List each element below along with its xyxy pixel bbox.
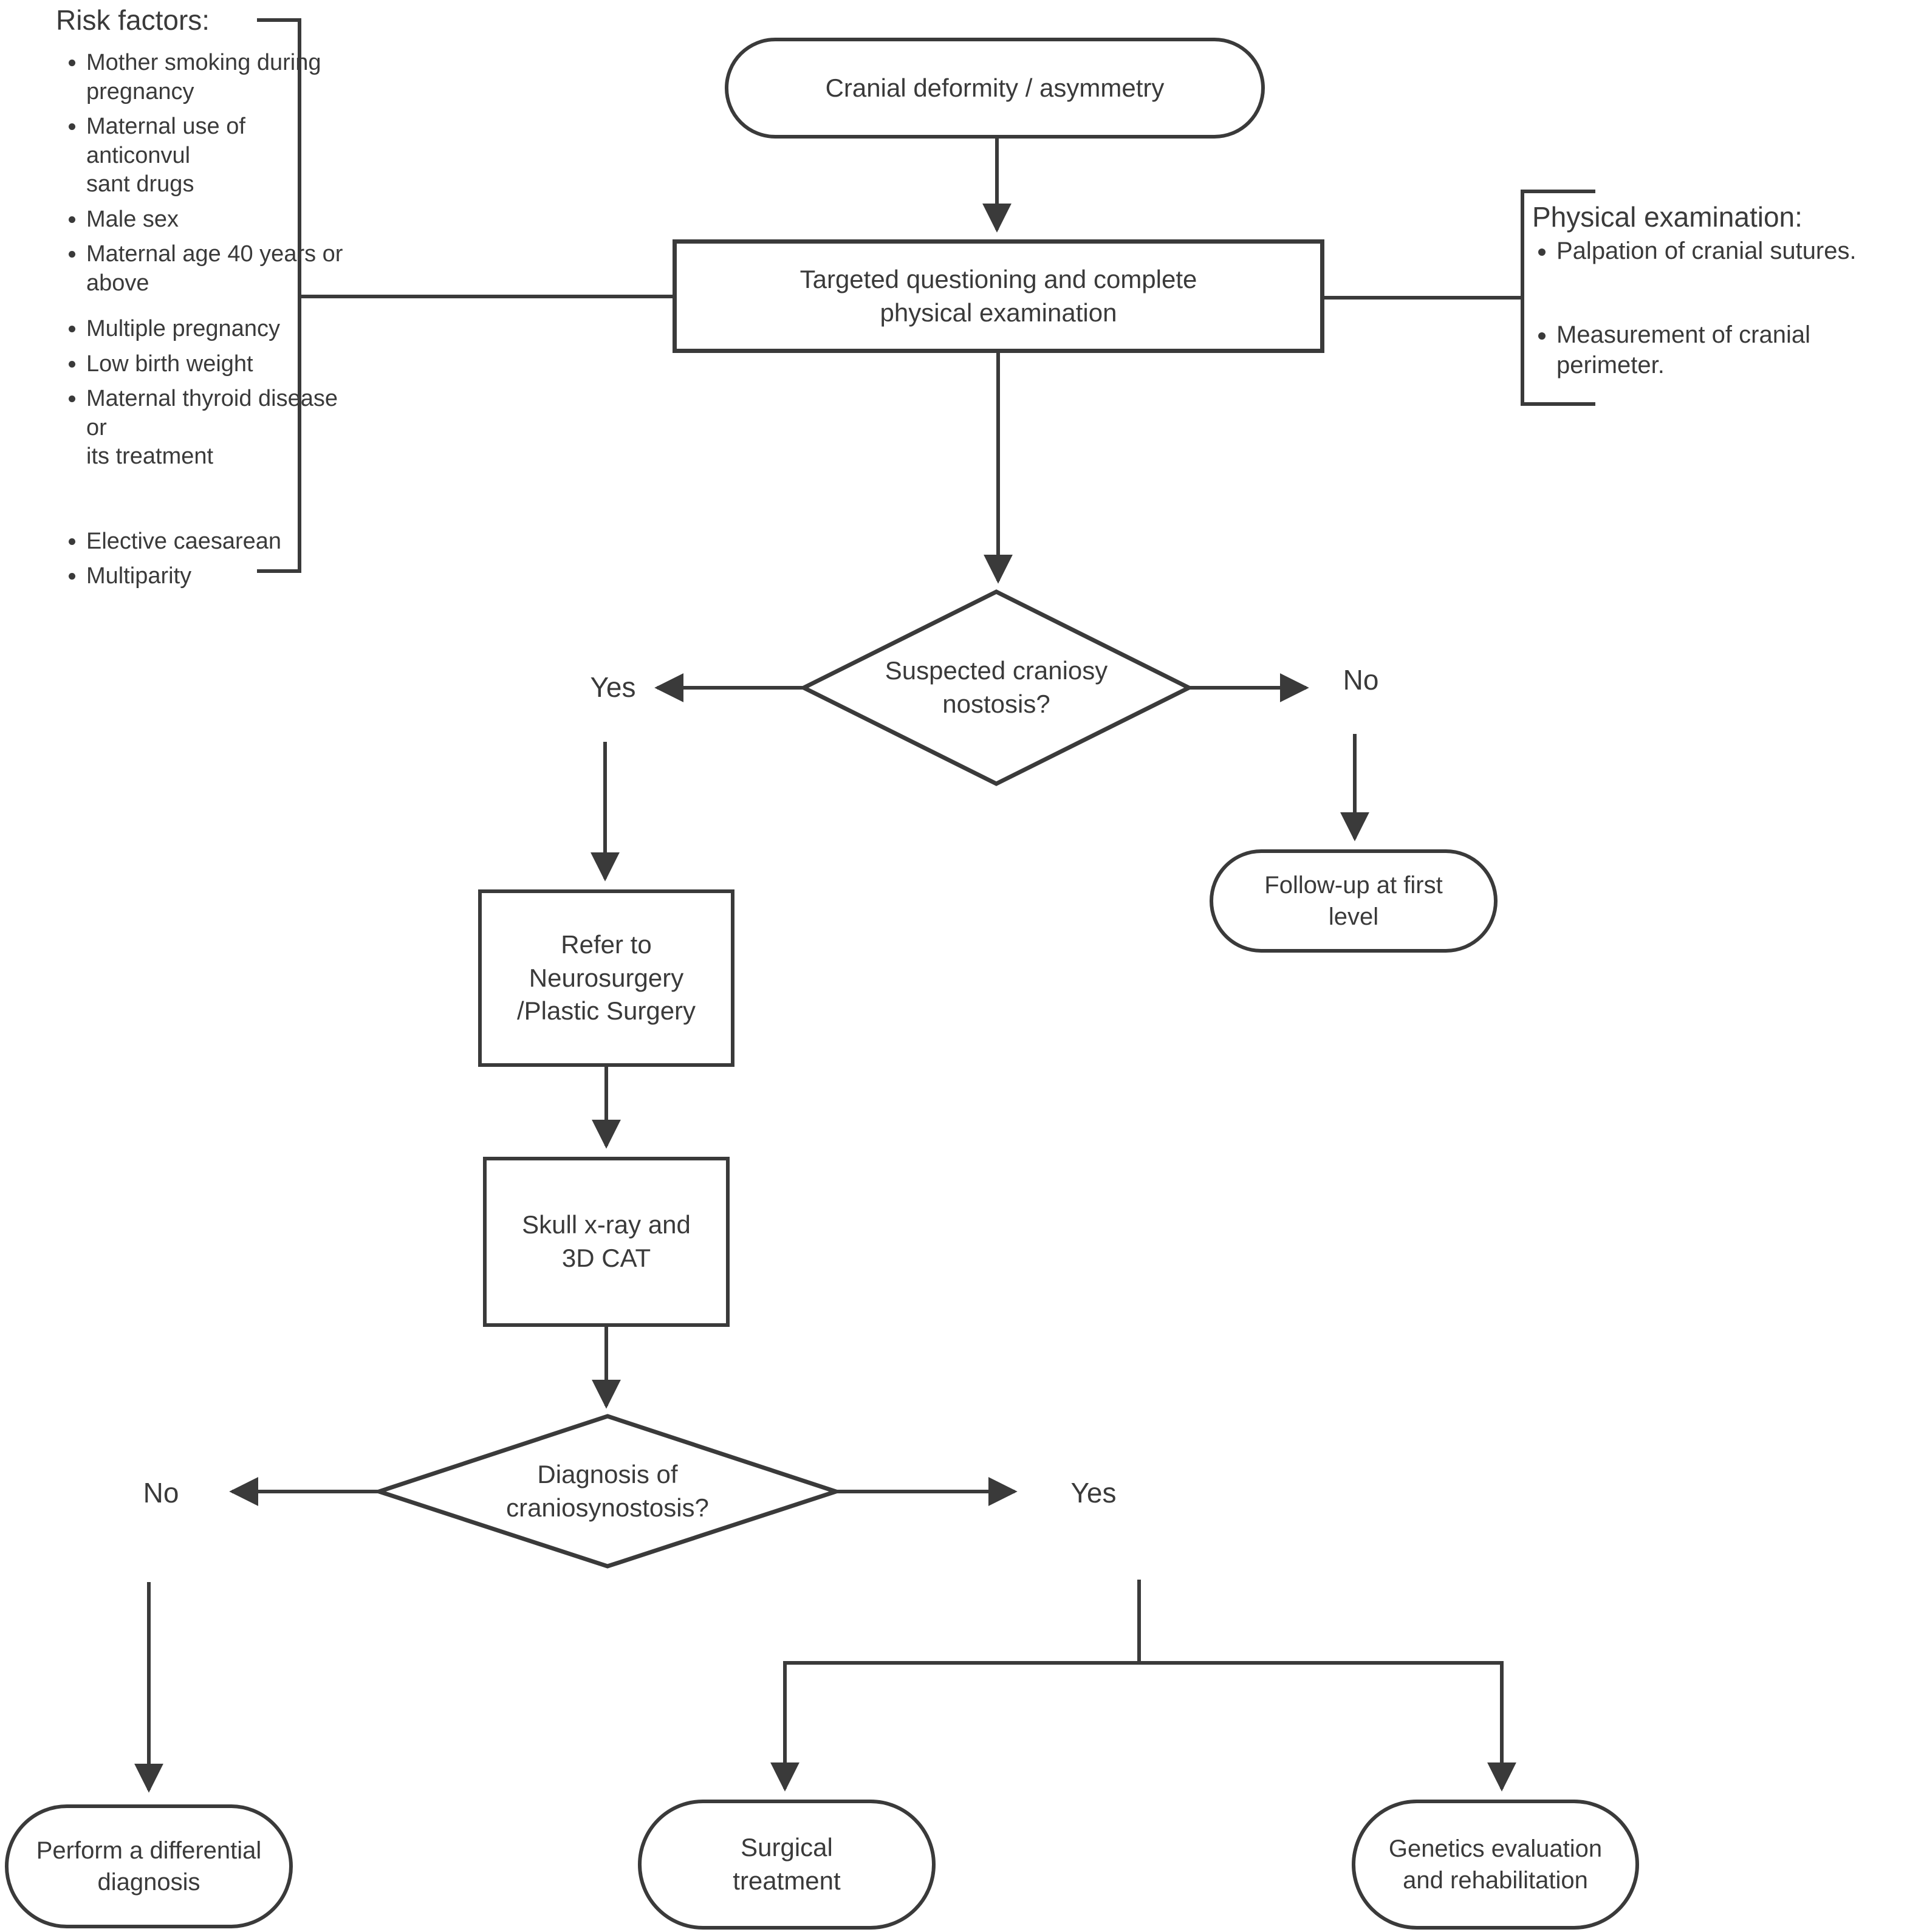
node-diagnosis-label: Diagnosis of craniosynostosis? bbox=[506, 1460, 709, 1522]
physical-exam-item: Measurement of cranial perimeter. bbox=[1556, 320, 1924, 380]
label-diagnosis-yes: Yes bbox=[1070, 1477, 1117, 1509]
label-suspected-yes: Yes bbox=[590, 671, 636, 703]
risk-factor-item: Multiparity bbox=[86, 562, 354, 591]
risk-factor-item: Male sex bbox=[86, 205, 354, 235]
risk-factor-item: Low birth weight bbox=[86, 350, 354, 379]
node-refer: Refer to Neurosurgery /Plastic Surgery bbox=[478, 889, 734, 1067]
diagnosis-diamond bbox=[372, 1414, 843, 1569]
risk-factor-item: Mother smoking during pregnancy bbox=[86, 49, 354, 106]
node-imaging: Skull x-ray and 3D CAT bbox=[483, 1157, 730, 1327]
node-start: Cranial deformity / asymmetry bbox=[725, 38, 1265, 139]
physical-exam-heading: Physical examination: bbox=[1532, 201, 1802, 233]
physical-exam-list: Palpation of cranial sutures. Measuremen… bbox=[1533, 236, 1924, 386]
risk-factor-item: Maternal thyroid disease or its treatmen… bbox=[86, 385, 354, 471]
risk-factor-item: Multiple pregnancy bbox=[86, 315, 354, 344]
risk-factors-list: Mother smoking during pregnancy Maternal… bbox=[61, 49, 354, 597]
node-followup: Follow-up at first level bbox=[1210, 849, 1498, 953]
risk-factor-item: Maternal use of anticonvul sant drugs bbox=[86, 112, 354, 199]
node-surgical: Surgical treatment bbox=[638, 1800, 936, 1930]
node-genetics: Genetics evaluation and rehabilitation bbox=[1352, 1800, 1639, 1930]
risk-factor-item: Elective caesarean bbox=[86, 527, 354, 557]
physical-exam-item: Palpation of cranial sutures. bbox=[1556, 236, 1924, 266]
node-differential: Perform a differential diagnosis bbox=[5, 1804, 293, 1928]
label-diagnosis-no: No bbox=[143, 1477, 179, 1509]
node-exam: Targeted questioning and complete physic… bbox=[673, 239, 1324, 353]
label-suspected-no: No bbox=[1343, 664, 1379, 696]
risk-factor-item: Maternal age 40 years or above bbox=[86, 240, 354, 298]
suspected-diamond bbox=[799, 589, 1194, 786]
node-suspected-label: Suspected craniosy nostosis? bbox=[885, 656, 1108, 718]
risk-factors-heading: Risk factors: bbox=[56, 4, 210, 36]
